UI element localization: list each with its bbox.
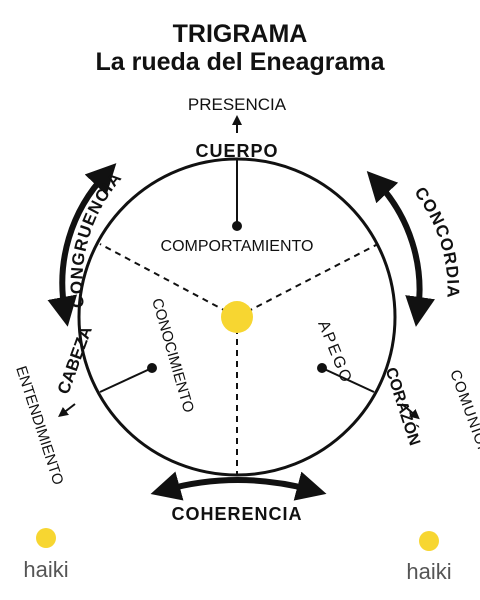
cuerpo-dot <box>232 221 242 231</box>
brand-logo-right: haiki <box>406 559 451 584</box>
diagram-subtitle: La rueda del Eneagrama <box>95 48 385 76</box>
label-conocimiento: CONOCIMIENTO <box>148 296 197 414</box>
comunion-arrow <box>401 403 420 420</box>
spoke-right <box>236 243 379 318</box>
label-apego: APEGO <box>314 318 355 386</box>
entendimiento-arrow <box>58 403 76 418</box>
label-coherencia: COHERENCIA <box>171 504 302 524</box>
label-presencia: PRESENCIA <box>188 95 287 114</box>
label-cuerpo: CUERPO <box>195 141 278 161</box>
corazon-dot <box>317 363 327 373</box>
arc-concordia <box>366 171 435 327</box>
label-comunion: COMUNIÓN <box>446 368 480 460</box>
center-dot <box>221 301 253 333</box>
brand-logo-left: haiki <box>23 557 68 582</box>
diagram-title: TRIGRAMA <box>172 20 308 48</box>
brand-logo-right-dot <box>419 531 439 551</box>
cabeza-dot <box>147 363 157 373</box>
spoke-left <box>99 243 238 318</box>
label-cabeza: CABEZA <box>54 324 96 397</box>
arc-congruencia <box>47 163 117 327</box>
brand-logo-left-dot <box>36 528 56 548</box>
label-corazon: CORAZÓN <box>382 365 425 448</box>
arc-coherencia <box>150 471 327 501</box>
corazon-pointer <box>321 367 375 393</box>
label-comportamiento: COMPORTAMIENTO <box>161 238 314 255</box>
label-congruencia: CONGRUENCIA <box>67 168 125 309</box>
cabeza-pointer <box>99 367 153 393</box>
